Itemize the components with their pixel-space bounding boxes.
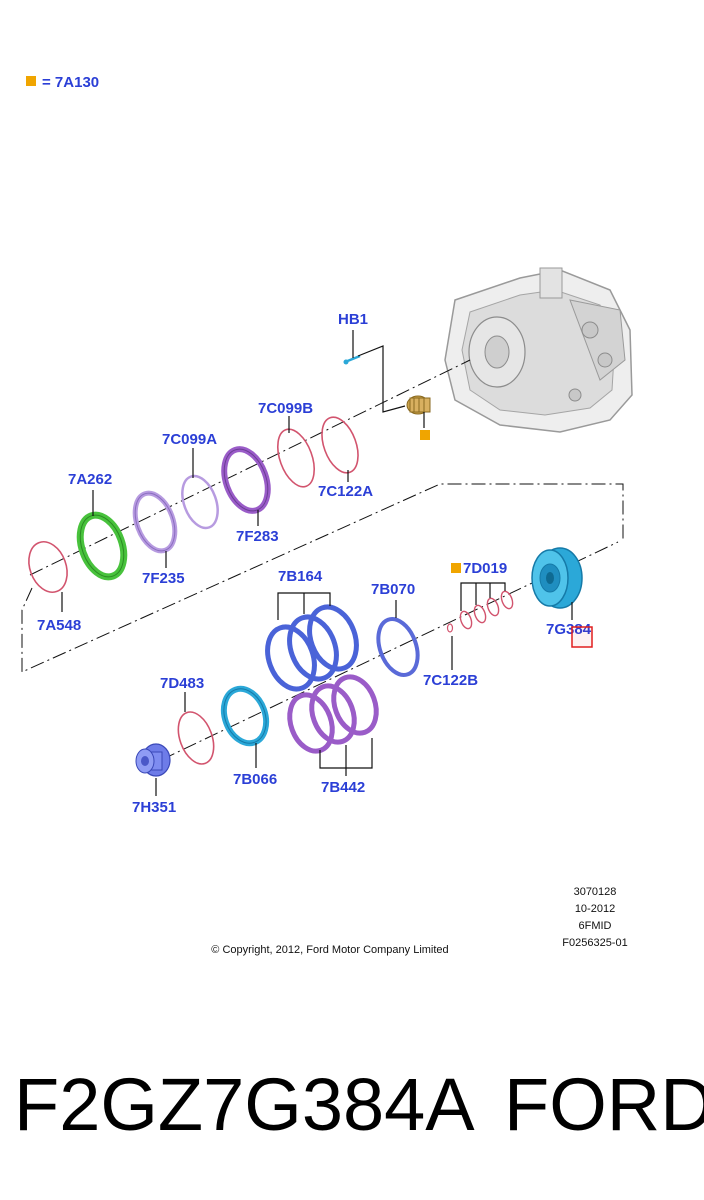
ring-7c099a <box>181 474 219 530</box>
label-7c122a: 7C122A <box>318 483 373 500</box>
plates-7b164 <box>265 604 359 692</box>
marker-7a130-upper <box>420 430 430 440</box>
label-7b442: 7B442 <box>321 779 365 796</box>
meta-line-3: 6FMID <box>579 920 612 932</box>
meta-line-4: F0256325-01 <box>562 937 627 949</box>
meta-line-1: 3070128 <box>574 886 617 898</box>
label-7d019: 7D019 <box>463 560 507 577</box>
seal-7a548 <box>28 541 68 593</box>
label-7f283: 7F283 <box>236 528 279 545</box>
label-7c099b: 7C099B <box>258 400 313 417</box>
ring-7f283 <box>221 446 271 514</box>
plates-7b442 <box>287 674 379 754</box>
plate-7f235 <box>132 490 178 554</box>
marker-7a130-7d019 <box>451 563 461 573</box>
label-7b070: 7B070 <box>371 581 415 598</box>
legend-text: = 7A130 <box>42 74 99 91</box>
label-7a262: 7A262 <box>68 471 112 488</box>
brand-name: FORD <box>504 1063 704 1146</box>
ring-7b066 <box>220 685 270 747</box>
gold-connector <box>406 395 431 415</box>
label-7d483: 7D483 <box>160 675 204 692</box>
piston-7g384 <box>531 547 583 609</box>
hub-7h351 <box>135 743 171 777</box>
highlight-box-7g384 <box>571 626 593 648</box>
label-7c122b: 7C122B <box>423 672 478 689</box>
label-7f235: 7F235 <box>142 570 185 587</box>
seal-7c122b <box>446 623 454 633</box>
label-7b164: 7B164 <box>278 568 323 585</box>
copyright: © Copyright, 2012, Ford Motor Company Li… <box>211 944 448 956</box>
part-number: F2GZ7G384A <box>14 1063 475 1146</box>
label-7h351: 7H351 <box>132 799 176 816</box>
legend-swatch <box>26 76 36 86</box>
ring-7b070 <box>376 617 420 677</box>
label-7c099a: 7C099A <box>162 431 217 448</box>
seal-7c099b <box>276 428 316 488</box>
label-7g384: 7G384 <box>546 621 592 638</box>
label-hb1: HB1 <box>338 311 368 328</box>
seal-7c122a <box>321 416 359 474</box>
label-7b066: 7B066 <box>233 771 277 788</box>
transmission-case <box>444 267 633 433</box>
label-7a548: 7A548 <box>37 617 81 634</box>
seals-7d019 <box>459 590 514 630</box>
footer-bar: F2GZ7G384A FORD <box>0 1050 704 1160</box>
exploded-parts-diagram: = 7A130 HB1 7C122A 7C099B 7F28 <box>21 74 633 956</box>
ring-7a262 <box>76 511 128 581</box>
meta-line-2: 10-2012 <box>575 903 615 915</box>
seal-7d483 <box>177 711 215 765</box>
